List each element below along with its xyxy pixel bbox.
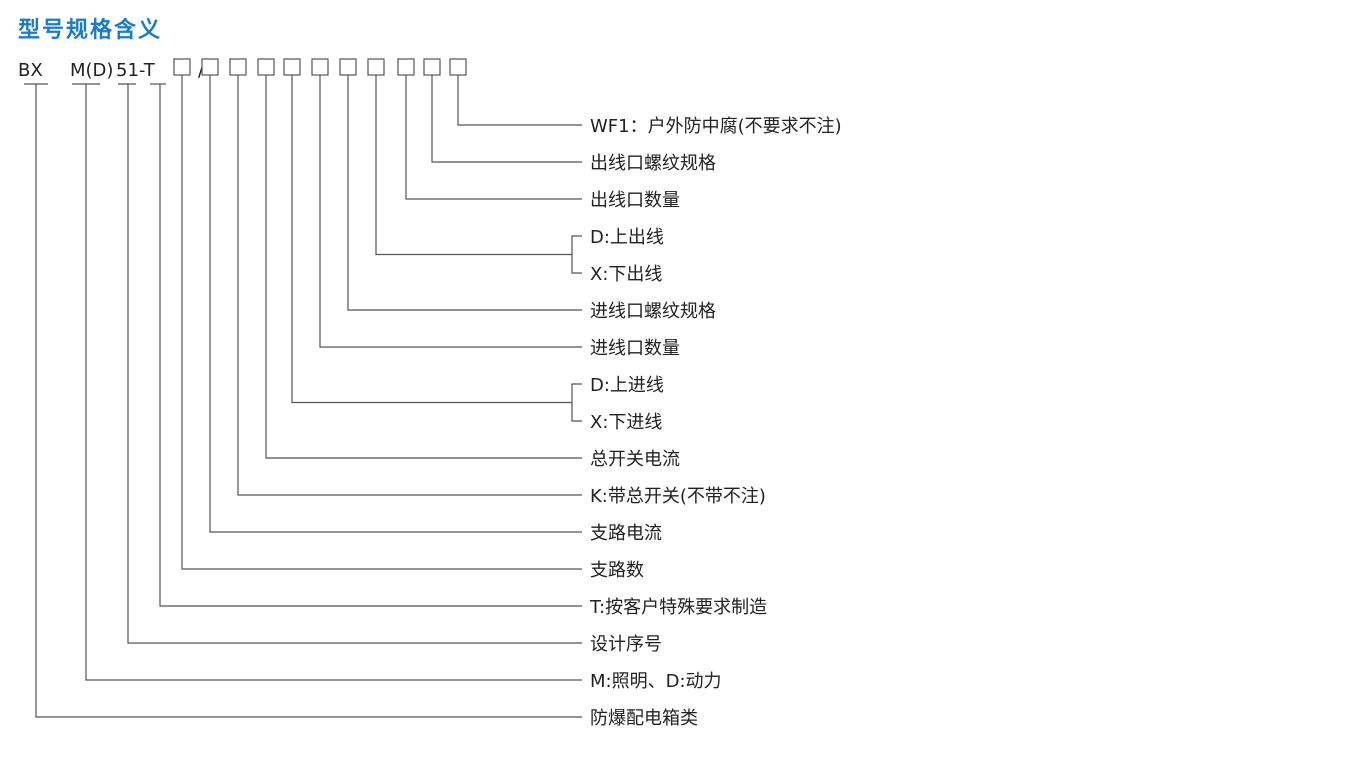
leader-line bbox=[319, 75, 582, 348]
leader-line bbox=[375, 75, 572, 256]
model-code-row: BX M(D) 51-T / bbox=[18, 60, 205, 81]
code-slot-box bbox=[173, 58, 191, 76]
meaning-label: D:上出线 bbox=[590, 227, 664, 248]
meaning-label: 出线口数量 bbox=[590, 190, 680, 211]
code-slot-box bbox=[397, 58, 415, 76]
meaning-label: T:按客户特殊要求制造 bbox=[589, 597, 767, 618]
leader-line bbox=[35, 84, 582, 718]
leader-line bbox=[127, 84, 582, 644]
leader-line bbox=[237, 75, 582, 496]
code-slot-box bbox=[449, 58, 467, 76]
meaning-label: WF1：户外防中腐(不要求不注) bbox=[590, 116, 842, 137]
option-bracket bbox=[571, 383, 582, 422]
code-slot-box bbox=[367, 58, 385, 76]
code-segment-design: 51-T bbox=[116, 60, 156, 81]
option-bracket bbox=[571, 235, 582, 274]
leader-line bbox=[209, 75, 582, 533]
meaning-label: M:照明、D:动力 bbox=[590, 671, 722, 692]
meaning-label: X:下进线 bbox=[590, 412, 662, 433]
code-slot-box bbox=[339, 58, 357, 76]
meaning-label: 防爆配电箱类 bbox=[590, 708, 698, 729]
meaning-label: X:下出线 bbox=[590, 264, 662, 285]
meaning-label: K:带总开关(不带不注) bbox=[590, 486, 766, 507]
code-segment-series: BX bbox=[18, 60, 43, 81]
code-slot-box bbox=[311, 58, 329, 76]
leader-line bbox=[347, 75, 582, 311]
code-slot-box bbox=[283, 58, 301, 76]
meaning-label: 总开关电流 bbox=[590, 449, 680, 470]
leader-line bbox=[265, 75, 582, 459]
meaning-label: 支路电流 bbox=[590, 523, 662, 544]
leader-line bbox=[85, 84, 582, 681]
meaning-label: 支路数 bbox=[590, 560, 644, 581]
code-slot-boxes bbox=[173, 58, 467, 76]
leader-line bbox=[405, 75, 582, 200]
meaning-label: 进线口数量 bbox=[590, 338, 680, 359]
leader-line bbox=[457, 75, 582, 126]
leader-line bbox=[181, 75, 582, 570]
code-segment-usage: M(D) bbox=[70, 60, 113, 81]
diagram-title: 型号规格含义 bbox=[18, 18, 163, 43]
meaning-label: 设计序号 bbox=[590, 634, 662, 655]
leader-line bbox=[159, 84, 582, 607]
code-slot-box bbox=[229, 58, 247, 76]
code-slot-box bbox=[201, 58, 219, 76]
meaning-label: 进线口螺纹规格 bbox=[590, 301, 716, 322]
leader-line bbox=[291, 75, 572, 404]
code-slot-box bbox=[423, 58, 441, 76]
meaning-label: D:上进线 bbox=[590, 375, 664, 396]
leader-line bbox=[431, 75, 582, 163]
leader-lines bbox=[24, 75, 582, 718]
meaning-label: 出线口螺纹规格 bbox=[590, 153, 716, 174]
code-slot-box bbox=[257, 58, 275, 76]
